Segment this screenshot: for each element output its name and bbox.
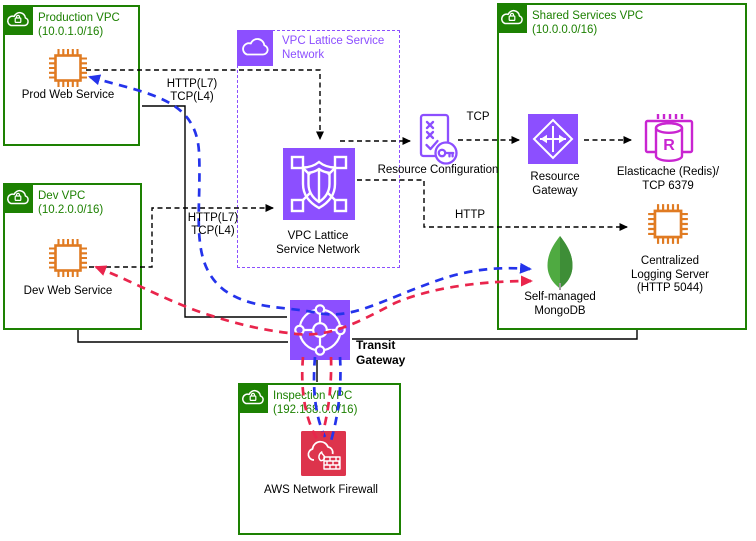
resource-configuration-label: Resource Configuration	[377, 164, 499, 176]
vpc-cidr: (192.168.0.0/16)	[273, 404, 358, 416]
elasticache-redis-icon	[639, 112, 699, 164]
lattice-cloud-icon	[237, 30, 273, 66]
dev-web-service-label: Dev Web Service	[23, 285, 113, 297]
logging-server-label-line2: Logging Server	[631, 268, 709, 281]
vpc-name: Inspection VPC	[273, 390, 353, 402]
dev-tcp-label: TCP(L4)	[191, 225, 235, 237]
dev-web-service-chip-icon	[46, 236, 90, 280]
dev-vpc-to-tgw-line	[77, 330, 288, 343]
http-edge-label: HTTP	[454, 209, 486, 221]
vpc-lattice-label-line1: VPC Lattice	[287, 230, 349, 242]
lattice-box-title: VPC Lattice Service Network	[282, 34, 400, 62]
elasticache-label: Elasticache (Redis)/ TCP 6379	[606, 166, 730, 193]
vpc-cloud-lock-icon	[497, 3, 527, 33]
vpc-cloud-lock-icon	[3, 183, 33, 213]
vpc-lattice-icon	[283, 148, 355, 220]
prod-web-service-chip-icon	[46, 46, 90, 90]
resource-configuration-icon	[418, 112, 458, 166]
vpc-cidr: (10.2.0.0/16)	[38, 204, 104, 216]
vpc-cidr: (10.0.0.0/16)	[532, 24, 598, 36]
logging-server-label-line1: Centralized	[640, 255, 700, 267]
transit-gateway-label-line2: Gateway	[356, 353, 406, 367]
inspection-vpc-title: Inspection VPC (192.168.0.0/16)	[273, 389, 357, 417]
resource-gateway-icon	[528, 114, 578, 164]
dev-vpc-title: Dev VPC (10.2.0.0/16)	[38, 189, 103, 217]
prod-http-label: HTTP(L7)	[166, 78, 218, 90]
logging-server-label-line3: (HTTP 5044)	[636, 282, 704, 294]
vpc-name: Production VPC	[38, 12, 120, 24]
vpc-lattice-label: VPC Lattice Service Network	[258, 230, 378, 257]
transit-gateway-label: Transit Gateway	[356, 338, 405, 368]
transit-gateway-icon	[290, 300, 350, 360]
transit-gateway-label-line1: Transit	[356, 338, 396, 352]
elasticache-label-line1: Elasticache (Redis)/	[616, 166, 720, 178]
network-firewall-icon	[301, 431, 346, 476]
vpc-cidr: (10.0.1.0/16)	[38, 26, 104, 38]
vpc-name: Shared Services VPC	[532, 10, 644, 22]
mongodb-label-line2: MongoDB	[534, 304, 586, 317]
shared-services-vpc-title: Shared Services VPC (10.0.0.0/16)	[532, 9, 643, 37]
vpc-lattice-label-line2: Service Network	[276, 243, 360, 256]
tcp-edge-label: TCP	[466, 111, 490, 123]
prod-edge-protocol-label: HTTP(L7) TCP(L4)	[150, 78, 234, 104]
mongodb-leaf-icon	[540, 234, 580, 290]
prod-web-service-label: Prod Web Service	[21, 89, 115, 101]
lattice-box-title-line2: Network	[282, 49, 325, 61]
logging-server-chip-icon	[645, 201, 691, 247]
prod-tcp-label: TCP(L4)	[170, 91, 214, 103]
vpc-name: Dev VPC	[38, 190, 86, 202]
vpc-cloud-lock-icon	[3, 5, 33, 35]
production-vpc-title: Production VPC (10.0.1.0/16)	[38, 11, 120, 39]
resource-gateway-label-line1: Resource	[530, 171, 580, 183]
logging-server-label: Centralized Logging Server (HTTP 5044)	[608, 255, 732, 296]
vpc-cloud-lock-icon	[238, 383, 268, 413]
dev-edge-protocol-label: HTTP(L7) TCP(L4)	[178, 212, 248, 238]
mongodb-label-line1: Self-managed	[524, 291, 596, 303]
shared-services-vpc-box: Shared Services VPC (10.0.0.0/16)	[497, 3, 747, 330]
elasticache-label-line2: TCP 6379	[642, 179, 694, 192]
resource-gateway-label-line2: Gateway	[532, 184, 578, 197]
resource-gateway-label: Resource Gateway	[513, 171, 597, 198]
dev-http-label: HTTP(L7)	[187, 212, 239, 224]
mongodb-label: Self-managed MongoDB	[500, 291, 620, 318]
network-firewall-label: AWS Network Firewall	[264, 484, 378, 496]
lattice-box-title-line1: VPC Lattice Service	[282, 35, 385, 47]
